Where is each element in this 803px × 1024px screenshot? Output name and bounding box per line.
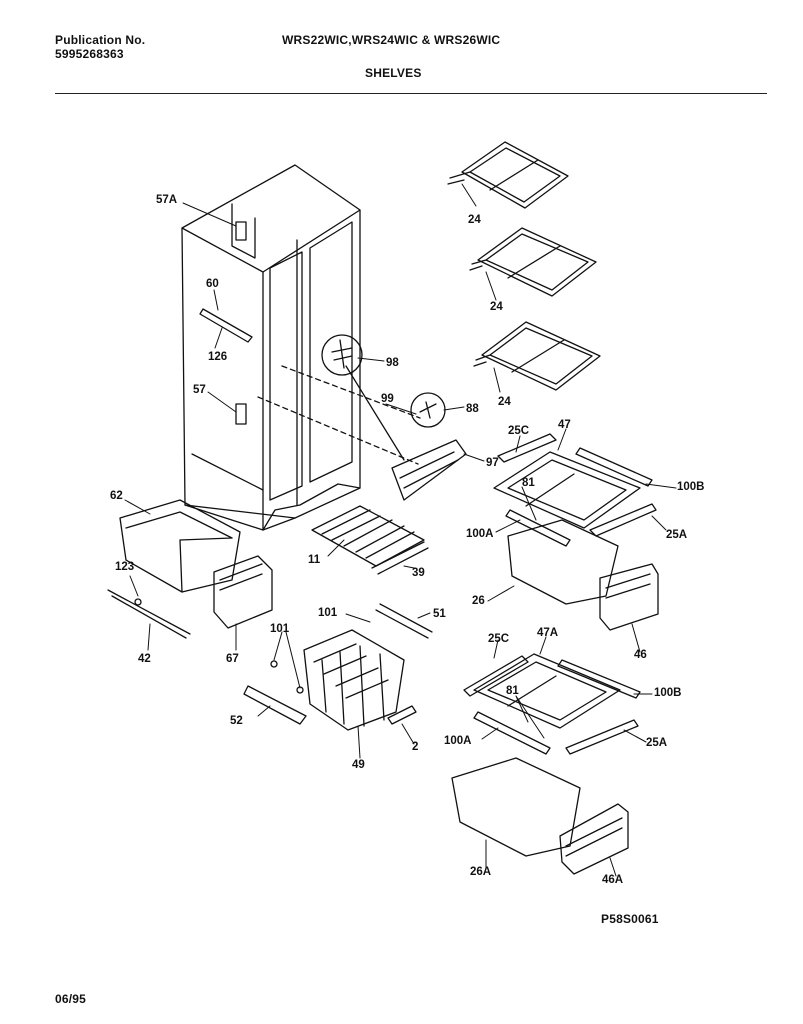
header-rule bbox=[55, 93, 767, 94]
left-crisper-drawing bbox=[107, 499, 273, 639]
wire-basket-drawing bbox=[243, 603, 433, 731]
part-label: 46 bbox=[634, 649, 647, 661]
upper-crisper-cover-drawing bbox=[493, 433, 659, 631]
part-label: 60 bbox=[206, 278, 219, 290]
part-label: 57 bbox=[193, 384, 206, 396]
part-label: 24 bbox=[468, 214, 481, 226]
part-label: 98 bbox=[386, 357, 399, 369]
part-labels: 57A 60 126 57 98 99 88 97 62 123 42 67 1… bbox=[110, 194, 705, 886]
part-label: 62 bbox=[110, 490, 123, 502]
part-label: 81 bbox=[522, 477, 535, 489]
part-label: 25C bbox=[488, 633, 509, 645]
part-label: 100B bbox=[654, 687, 682, 699]
part-label: 100B bbox=[677, 481, 705, 493]
part-label: 97 bbox=[486, 457, 499, 469]
part-label: 101 bbox=[270, 623, 290, 635]
part-label: 47 bbox=[558, 419, 571, 431]
part-label: 57A bbox=[156, 194, 177, 206]
part-label: 123 bbox=[115, 561, 134, 573]
part-label: 51 bbox=[433, 608, 446, 620]
leader-lines bbox=[124, 183, 677, 877]
part-label: 25C bbox=[508, 425, 529, 437]
part-label: 26 bbox=[472, 595, 485, 607]
part-label: 25A bbox=[666, 529, 687, 541]
part-label: 24 bbox=[490, 301, 503, 313]
publication-number: 5995268363 bbox=[55, 47, 124, 61]
part-label: 47A bbox=[537, 627, 558, 639]
part-label: 67 bbox=[226, 653, 239, 665]
bracket-parts-drawing bbox=[321, 334, 467, 501]
part-label: 99 bbox=[381, 393, 394, 405]
lower-crisper-cover-drawing bbox=[451, 653, 641, 875]
part-label: 81 bbox=[506, 685, 519, 697]
part-label: 88 bbox=[466, 403, 479, 415]
publication-date: 06/95 bbox=[55, 992, 87, 1006]
freezer-wire-shelf-drawing bbox=[311, 505, 429, 575]
part-label: 42 bbox=[138, 653, 151, 665]
model-numbers: WRS22WIC,WRS24WIC & WRS26WIC bbox=[282, 33, 501, 47]
part-label: 100A bbox=[466, 528, 494, 540]
part-label: 25A bbox=[646, 737, 667, 749]
part-label: 26A bbox=[470, 866, 491, 878]
cabinet-drawing bbox=[181, 164, 421, 531]
part-label: 24 bbox=[498, 396, 511, 408]
part-label: 100A bbox=[444, 735, 472, 747]
diagram-code: P58S0061 bbox=[601, 912, 659, 926]
part-label: 126 bbox=[208, 351, 227, 363]
part-label: 39 bbox=[412, 567, 425, 579]
part-label: 101 bbox=[318, 607, 338, 619]
part-label: 11 bbox=[308, 554, 321, 566]
section-title: SHELVES bbox=[365, 66, 422, 80]
part-label: 46A bbox=[602, 874, 623, 886]
part-label: 49 bbox=[352, 759, 365, 771]
part-label: 2 bbox=[412, 741, 418, 753]
glass-shelves-drawing bbox=[447, 141, 601, 391]
part-label: 52 bbox=[230, 715, 243, 727]
publication-label: Publication No. bbox=[55, 33, 146, 47]
